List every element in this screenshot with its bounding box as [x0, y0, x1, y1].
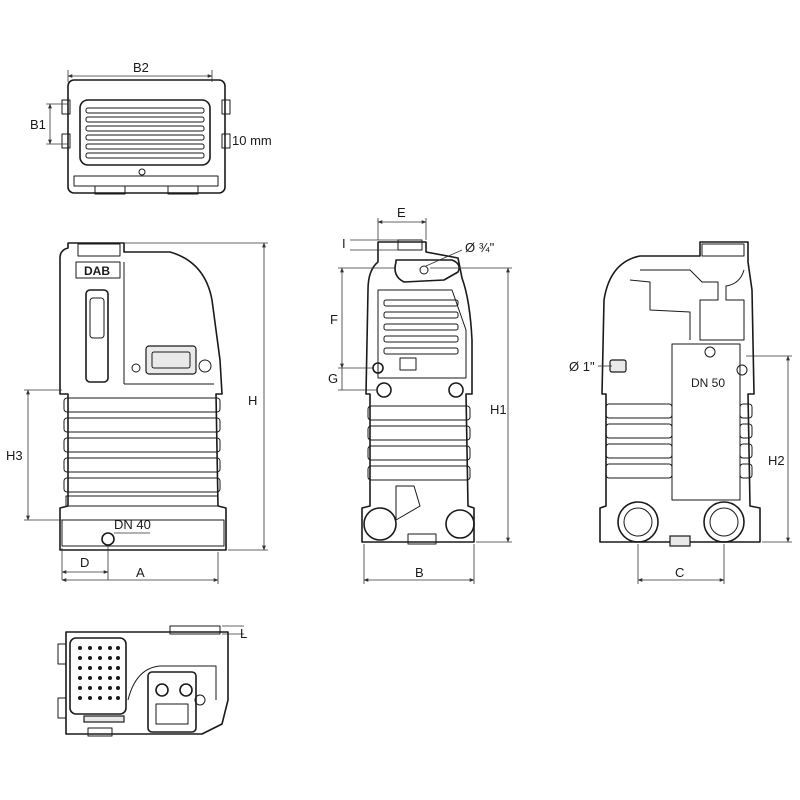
label-f: F [330, 312, 338, 327]
rear-view-pipe-left [617, 501, 659, 543]
front-view-connector-block [131, 345, 212, 375]
rear-view-ribs [605, 403, 753, 479]
dimension-b: B [363, 544, 475, 584]
label-b: B [415, 565, 424, 580]
dimension-g: G [328, 368, 376, 391]
dimension-f: F [330, 267, 396, 369]
dimension-l: L [222, 625, 247, 641]
top-view [61, 79, 231, 195]
label-a: A [136, 565, 145, 580]
callout-dia-1: Ø 1" [569, 359, 612, 374]
label-h3: H3 [6, 448, 23, 463]
dimension-h1: H1 [430, 267, 512, 543]
label-b1: B1 [30, 117, 46, 132]
label-dn40: DN 40 [114, 517, 151, 532]
callout-dn50: DN 50 [691, 376, 725, 390]
label-10mm: 10 mm [232, 133, 272, 148]
dimension-b1: B1 [30, 103, 68, 145]
top-view-vent-slots [85, 107, 205, 159]
side-view-upper-slots [383, 299, 459, 355]
label-dn50: DN 50 [691, 376, 725, 390]
front-view: DAB [59, 242, 227, 551]
callout-dn40: DN 40 [114, 517, 151, 534]
rear-view-pipe-right [703, 501, 745, 543]
label-dia-1: Ø 1" [569, 359, 595, 374]
front-view-ribs [63, 397, 221, 493]
dimension-d: D [61, 545, 109, 580]
side-view-pipe-left [363, 507, 397, 541]
callout-dia-34: Ø ¾" [425, 240, 495, 267]
side-view [361, 239, 475, 545]
side-view-pipe-right [445, 509, 475, 539]
brand-logo-text: DAB [84, 264, 110, 278]
dimension-a: A [61, 552, 219, 584]
label-h1: H1 [490, 402, 507, 417]
dimension-e: E [377, 205, 427, 240]
dimension-h: H [120, 242, 268, 551]
label-l: L [240, 626, 247, 641]
dimension-c: C [637, 544, 725, 584]
label-h: H [248, 393, 257, 408]
bottom-view-hole-grid [78, 646, 120, 700]
label-i: I [342, 236, 346, 251]
label-e: E [397, 205, 406, 220]
label-d: D [80, 555, 89, 570]
dimension-h3: H3 [6, 389, 62, 521]
side-view-ribs [367, 405, 471, 481]
dimension-10mm: 10 mm [224, 133, 272, 148]
bottom-view-control-box [147, 671, 197, 733]
bottom-view [57, 625, 229, 737]
rear-view [599, 241, 761, 547]
label-g: G [328, 371, 338, 386]
dimension-h2: H2 [746, 355, 792, 543]
label-h2: H2 [768, 453, 785, 468]
label-b2: B2 [133, 60, 149, 75]
label-c: C [675, 565, 684, 580]
dimension-i: I [342, 236, 398, 251]
dimension-b2: B2 [67, 60, 213, 82]
label-dia-34: Ø ¾" [465, 240, 495, 255]
